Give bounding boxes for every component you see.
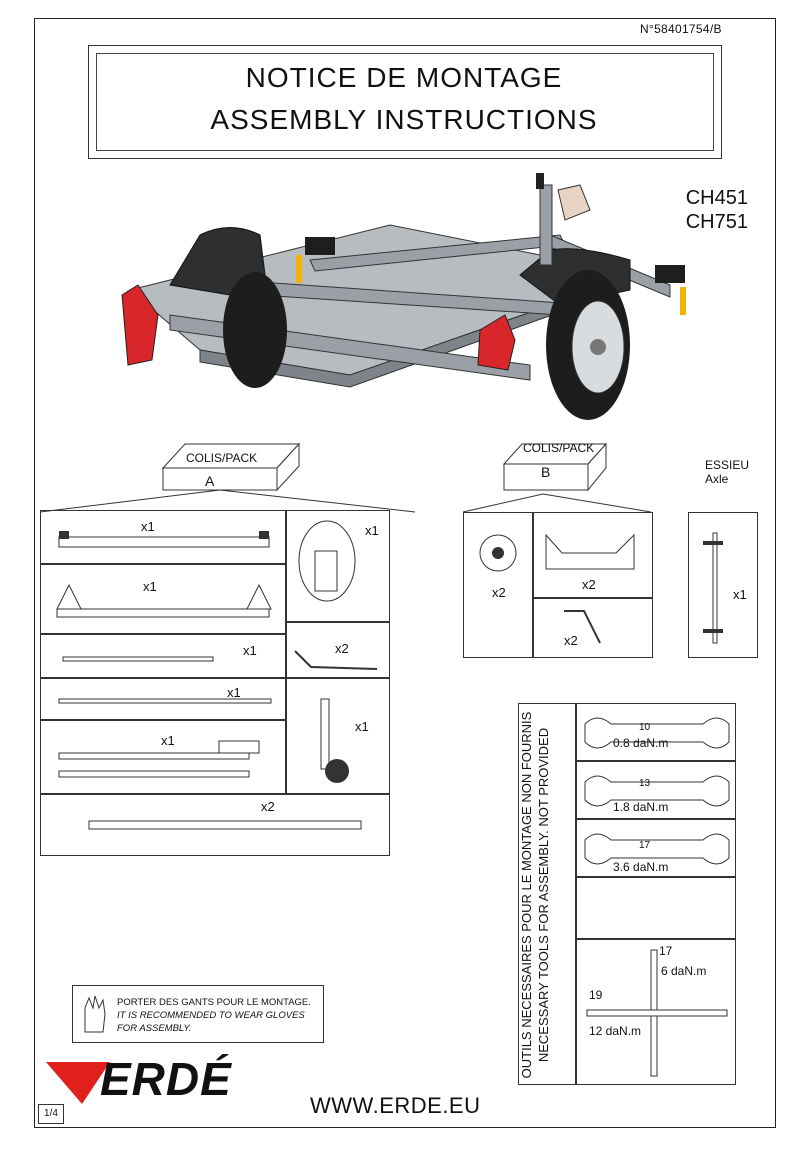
gloves-icon (84, 995, 106, 1033)
pack-a-cell-3: x1 (40, 634, 286, 678)
tools-label-fr: OUTILS NECESSAIRES POUR LE MONTAGE NON F… (519, 711, 534, 1079)
qty: x1 (733, 587, 747, 602)
wrench-torque: 0.8 daN.m (613, 736, 669, 750)
pack-b-cell-wheel: x2 (463, 512, 533, 658)
qty: x2 (492, 585, 506, 600)
pack-b-letter: B (541, 464, 551, 480)
pack-a-cell-1: x1 (40, 510, 286, 564)
tools-empty-cell (576, 877, 736, 939)
qty: x2 (564, 633, 578, 648)
wrench-icon (584, 717, 730, 749)
qty: x2 (582, 577, 596, 592)
pack-a-cell-bar: x2 (286, 622, 390, 678)
pack-b-cell-bracket: x2 (533, 598, 653, 658)
pack-a-cell-jockey: x1 (286, 678, 390, 794)
reflector-right (477, 314, 516, 371)
cross-wrench-icon (586, 949, 728, 1077)
document-number: N°58401754/B (640, 22, 722, 36)
wrench-icon (584, 775, 730, 807)
wrench-13: 13 1.8 daN.m (576, 761, 736, 819)
pack-b-roof (463, 493, 652, 513)
trailer-illustration (121, 173, 686, 420)
qty: x2 (335, 641, 349, 656)
gloves-text: PORTER DES GANTS POUR LE MONTAGE. IT IS … (117, 996, 317, 1035)
tools-label-en: NECESSARY TOOLS FOR ASSEMBLY. NOT PROVID… (536, 727, 551, 1063)
cross-wrench-cell: 17 6 daN.m 19 12 daN.m (576, 939, 736, 1085)
title-box (88, 45, 722, 159)
title-fr: NOTICE DE MONTAGE (245, 62, 563, 93)
wrench-icon (584, 833, 730, 865)
pack-a-letter: A (205, 473, 215, 489)
pack-a-cell-coupling: x1 (286, 510, 390, 622)
erde-swoosh-icon (46, 1062, 110, 1104)
wrench-10: 10 0.8 daN.m (576, 703, 736, 761)
pack-a-cell-5: x1 (40, 720, 286, 794)
cross-torque-a: 6 daN.m (661, 964, 707, 978)
qty: x1 (355, 719, 369, 734)
axle-label-en: Axle (705, 472, 729, 486)
qty: x2 (261, 799, 275, 814)
model-ch751: CH751 (685, 211, 748, 233)
pack-b-label: COLIS/PACK (523, 441, 595, 455)
tools-vertical-label: OUTILS NECESSAIRES POUR LE MONTAGE NON F… (518, 710, 552, 1080)
page-border (34, 18, 776, 1128)
gloves-en: IT IS RECOMMENDED TO WEAR GLOVES FOR ASS… (117, 1010, 305, 1034)
wrench-size: 13 (639, 778, 651, 789)
pack-a-cell-6: x2 (40, 794, 390, 856)
title-box-inner (96, 53, 714, 151)
wrench-size: 10 (639, 722, 651, 733)
gloves-fr: PORTER DES GANTS POUR LE MONTAGE. (117, 997, 311, 1008)
cross-size-b: 19 (589, 988, 603, 1002)
model-ch451: CH451 (685, 187, 748, 209)
pack-a-box-icon (161, 442, 301, 492)
axle-cell: x1 (688, 512, 758, 658)
wrench-17: 17 3.6 daN.m (576, 819, 736, 877)
model-numbers: CH451 CH751 (660, 186, 748, 234)
wrench-torque: 3.6 daN.m (613, 860, 669, 874)
qty: x1 (227, 685, 241, 700)
pack-b-box-icon (502, 442, 608, 492)
wrench-size: 17 (639, 840, 651, 851)
qty: x1 (143, 579, 157, 594)
qty: x1 (141, 519, 155, 534)
pack-a-cell-4: x1 (40, 678, 286, 720)
axle-label-fr: ESSIEU (705, 458, 750, 472)
brand-logo: ERDÉ (100, 1053, 232, 1105)
pack-a-cell-2: x1 (40, 564, 286, 634)
website-url: WWW.ERDE.EU (310, 1093, 481, 1118)
gloves-notice: PORTER DES GANTS POUR LE MONTAGE. IT IS … (72, 985, 324, 1043)
qty: x1 (365, 523, 379, 538)
qty: x1 (243, 643, 257, 658)
pack-a-roof (40, 489, 416, 513)
tools-label-cell (518, 703, 576, 1085)
wrench-torque: 1.8 daN.m (613, 800, 669, 814)
pack-b-cell-mudguard: x2 (533, 512, 653, 598)
qty: x1 (161, 733, 175, 748)
cross-torque-b: 12 daN.m (589, 1024, 642, 1038)
reflector-left (121, 284, 159, 366)
title-en: ASSEMBLY INSTRUCTIONS (210, 104, 598, 135)
cross-size-a: 17 (659, 944, 673, 958)
pack-a-label: COLIS/PACK (186, 451, 258, 465)
page-number: 1/4 (38, 1104, 64, 1124)
